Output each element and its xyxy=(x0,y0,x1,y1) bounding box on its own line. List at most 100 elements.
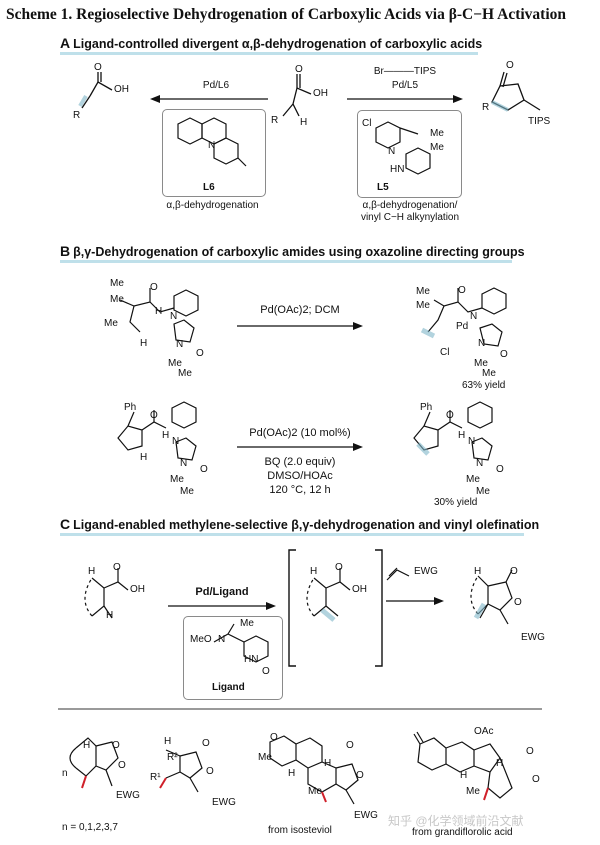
label-o: O xyxy=(295,64,303,75)
label-n: N xyxy=(172,436,180,447)
label-n: N xyxy=(176,339,184,350)
label-h: H xyxy=(164,736,172,747)
label-r2: R² xyxy=(167,752,178,763)
label-me: Me xyxy=(168,358,182,369)
rxn2-conditions-2: BQ (2.0 equiv) xyxy=(264,456,336,468)
label-me: Me xyxy=(308,786,322,797)
label-n: N xyxy=(468,436,476,447)
section-a-title-text: Ligand-controlled divergent α,β-dehydrog… xyxy=(73,37,483,51)
label-n: N xyxy=(170,311,178,322)
label-o: O xyxy=(196,348,204,359)
section-c-substrate xyxy=(84,568,129,619)
caption-right-2: vinyl C−H alkynylation xyxy=(360,212,460,223)
reagent-pd-l5: Pd/L5 xyxy=(391,80,419,91)
label-h: H xyxy=(140,452,148,463)
label-ewg: EWG xyxy=(116,790,140,801)
example-4-structure xyxy=(413,731,513,801)
label-ph: Ph xyxy=(124,402,137,413)
section-c-arrow xyxy=(168,602,276,610)
section-b-letter: B xyxy=(60,243,71,259)
label-me: Me xyxy=(476,486,490,497)
label-h: H xyxy=(140,338,148,349)
label-o: O xyxy=(206,766,214,777)
label-hn: HN xyxy=(390,164,405,175)
label-me: Me xyxy=(180,486,194,497)
ligand-l6-label: L6 xyxy=(203,182,215,193)
label-r: R xyxy=(271,115,279,126)
reagent-pd-l6: Pd/L6 xyxy=(202,80,230,91)
label-o: O xyxy=(200,464,208,475)
rxn2-conditions-1: Pd(OAc)2 (10 mol%) xyxy=(249,427,351,439)
label-h: H xyxy=(106,610,114,621)
label-me: Me xyxy=(170,474,184,485)
label-me: Me xyxy=(258,752,272,763)
label-n: N xyxy=(478,338,486,349)
label-oh: OH xyxy=(114,84,129,95)
section-divider xyxy=(58,708,542,710)
section-a-letter: A xyxy=(60,35,71,51)
label-o: O xyxy=(112,740,120,751)
olefin xyxy=(386,567,410,581)
section-c-rule xyxy=(60,533,524,536)
label-n: N xyxy=(180,458,188,469)
label-me: Me xyxy=(474,358,488,369)
example-3-structure xyxy=(269,735,359,805)
rxn1-substrate xyxy=(119,288,199,343)
label-me: Me xyxy=(110,278,124,289)
label-h: H xyxy=(83,740,91,751)
label-o: O xyxy=(532,774,540,785)
ligand-hn: HN xyxy=(244,654,259,665)
ligand-l5-label: L5 xyxy=(377,182,389,193)
rxn1-arrow xyxy=(237,322,363,330)
arrow-right xyxy=(347,95,463,103)
section-b-rule xyxy=(60,260,512,263)
section-c-product xyxy=(470,569,513,625)
ligand-me: Me xyxy=(240,618,254,629)
section-a-right-product xyxy=(491,71,541,112)
label-pd: Pd xyxy=(456,321,469,332)
caption-left: α,β-dehydrogenation xyxy=(166,200,259,211)
ligand-structure xyxy=(213,623,269,663)
label-ewg: EWG xyxy=(521,632,545,643)
label-o: O xyxy=(118,760,126,771)
label-oh: OH xyxy=(352,584,367,595)
label-o: O xyxy=(446,410,454,421)
ligand-meo: MeO xyxy=(190,634,212,645)
ligand-l5-structure xyxy=(375,121,431,175)
label-cl: Cl xyxy=(362,118,372,129)
section-c-title-text: Ligand-enabled methylene-selective β,γ-d… xyxy=(73,518,540,532)
label-o: O xyxy=(94,62,102,73)
label-n: N xyxy=(476,458,484,469)
section-a-rule xyxy=(60,52,478,55)
section-b-title-text: β,γ-Dehydrogenation of carboxylic amides… xyxy=(73,245,525,259)
label-me: Me xyxy=(430,142,444,153)
label-o: O xyxy=(150,410,158,421)
bracket-right xyxy=(375,549,383,667)
arrow-left xyxy=(150,95,268,103)
ligand-l6-structure xyxy=(177,117,247,167)
label-o: O xyxy=(202,738,210,749)
ligand-box xyxy=(183,616,283,700)
example-1-structure xyxy=(69,737,119,789)
label-r1: R¹ xyxy=(150,772,161,783)
label-o: O xyxy=(113,562,121,573)
label-h: H xyxy=(460,770,468,781)
caption-example-3: from isosteviol xyxy=(268,825,332,836)
rxn1-product xyxy=(420,287,507,347)
label-me: Me xyxy=(416,300,430,311)
label-h: H xyxy=(300,117,308,128)
reagent-alkyne: Br———TIPS xyxy=(373,66,437,77)
label-me: Me xyxy=(430,128,444,139)
section-a-substrate xyxy=(282,74,312,117)
label-o: O xyxy=(526,746,534,757)
label-me: Me xyxy=(416,286,430,297)
section-c-letter: C xyxy=(60,516,71,532)
label-o: O xyxy=(262,666,270,677)
label-me: Me xyxy=(178,368,192,379)
example-2-structure xyxy=(159,749,203,793)
label-n: n xyxy=(62,768,68,779)
label-oh: OH xyxy=(130,584,145,595)
label-h: H xyxy=(310,566,318,577)
